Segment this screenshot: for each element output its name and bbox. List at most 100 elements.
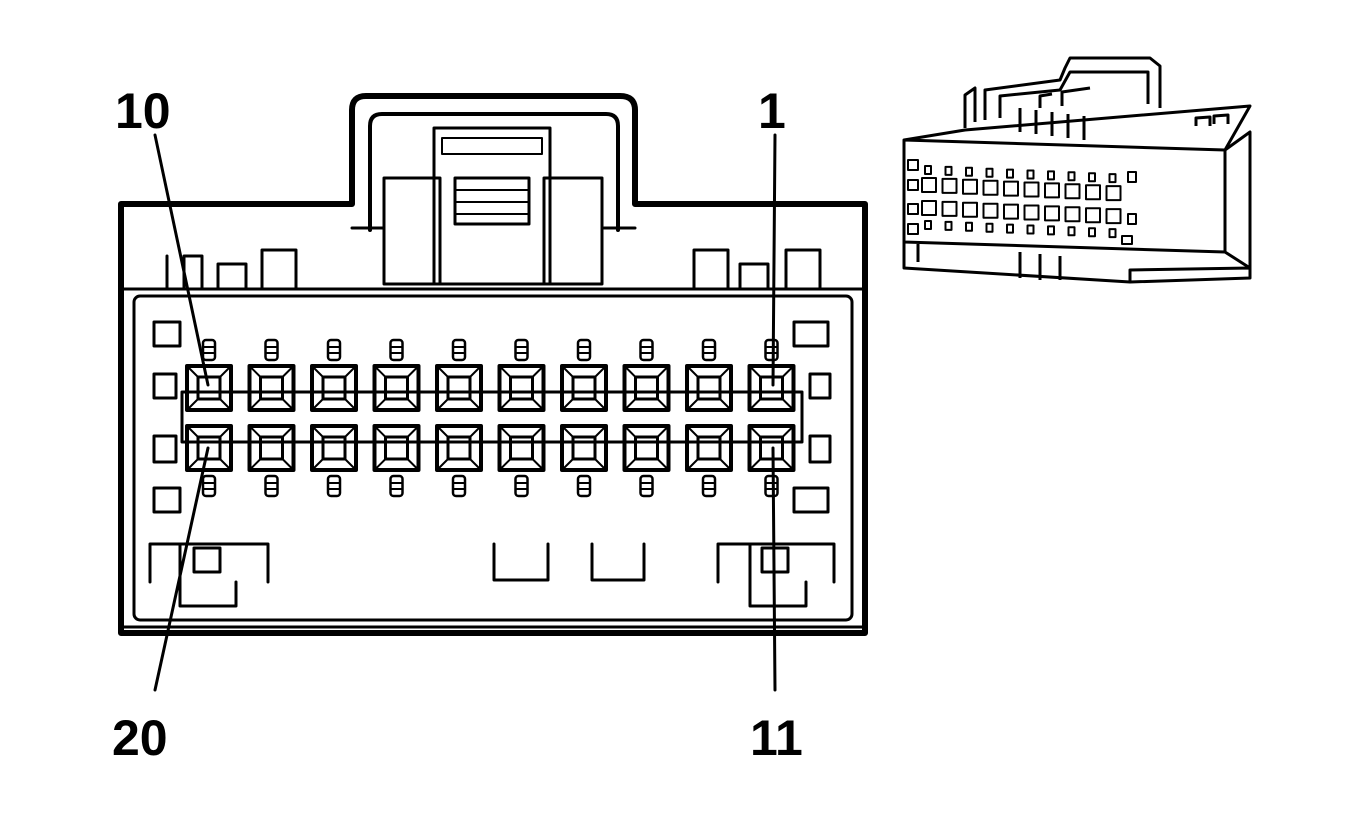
iso-pin-cavity [1085,184,1101,201]
pin-cavity-chamfer [186,425,232,471]
bottom-foot-inner [192,546,222,574]
pin-cavity-inner [384,375,409,401]
bottom-foot [148,542,270,608]
iso-pin-cavity [1003,180,1019,197]
pin-cavity [310,364,358,412]
iso-side-key [907,223,919,235]
iso-pin-cavity [1023,181,1040,198]
iso-latch-fins [1018,108,1086,140]
pin-cavity-inner [196,375,222,401]
pin-cavity-inner [446,375,472,401]
pin-cavity-inner [696,375,722,401]
iso-pin-lock [1067,171,1076,182]
pin-cavity-chamfer [561,425,607,471]
side-key [808,434,832,464]
iso-side-key [907,159,919,171]
pin-cavity-chamfer [686,365,732,411]
pin-terminal-lock [701,338,717,362]
iso-pin-cavity [1023,204,1040,221]
pin-cavity [435,364,483,412]
pin-cavity-chamfer [311,425,357,471]
side-key [152,434,178,464]
iso-pin-lock [1006,223,1014,234]
pin-cavity-inner [634,375,659,401]
pin-cavity-chamfer [436,365,482,411]
pin-cavity-chamfer [748,365,795,411]
iso-pin-lock [924,220,932,230]
iso-pin-lock [924,165,932,175]
pin-cavity-inner [446,435,472,461]
leader-line-20 [153,446,210,692]
pin-cavity-chamfer [373,365,420,411]
pin-cavity-inner [259,375,284,401]
iso-pin-cavity [1064,183,1081,200]
pin-cavity [372,424,421,472]
connector-front-view [118,93,868,692]
side-key [152,486,182,514]
pin-terminal-lock [264,338,279,362]
pin-terminal-lock [326,338,342,362]
housing-inner-frame [132,294,854,622]
pin-cavity-chamfer [186,365,232,411]
pin-cavity [622,364,671,412]
top-boss [692,248,730,291]
pin-terminal-lock [451,338,467,362]
pin-cavity-chamfer [248,365,295,411]
pin-cavity-inner [571,435,597,461]
pin-cavity [747,364,796,412]
side-key [152,372,178,400]
pin-terminal-lock [201,474,217,498]
iso-pin-cavity [1044,182,1060,199]
pin-terminal-lock [576,474,592,498]
top-boss [216,262,248,291]
iso-side-key [1121,235,1133,245]
pin-cavity-inner [196,435,222,461]
latch-tab-inner [441,137,543,155]
pin-terminal-lock [451,474,467,498]
pin-cavity [560,364,608,412]
iso-side-key [1127,171,1137,183]
pin-cavity [185,424,233,472]
pin-terminal-lock [639,338,654,362]
latch-arch [368,112,620,232]
iso-pin-lock [1006,168,1014,179]
iso-latch-inner [998,70,1150,118]
pin-label-1: 1 [758,83,786,139]
iso-pin-cavity [921,200,937,216]
pin-cavity-inner [321,375,347,401]
iso-pin-cavity [1105,185,1122,202]
iso-base [902,242,1252,284]
pin-cavity-chamfer [623,425,670,471]
iso-pin-lock [944,220,953,231]
pin-cavity-chamfer [248,425,295,471]
pin-label-20: 20 [112,710,168,766]
iso-side-key [907,179,919,191]
top-boss [738,262,770,291]
pin-cavity-inner [509,435,534,461]
pin-cavity [185,364,233,412]
housing-outline [118,93,868,636]
pin-cavity-inner [571,375,597,401]
iso-pin-cavity [1044,205,1060,222]
pin-cavity [435,424,483,472]
pin-cavity [372,364,421,412]
pin-cavity [310,424,358,472]
pin-cavity-inner [759,435,784,461]
pin-cavity [497,364,546,412]
iso-tabs [1194,113,1230,126]
iso-pin-lock [1108,228,1117,239]
latch-block-left [382,176,442,286]
side-key [152,320,182,348]
iso-pin-lock [1026,224,1035,235]
iso-pin-cavity [941,200,958,217]
iso-body-top [903,104,1252,151]
connector-iso-view [902,56,1252,284]
pin-cavity [247,424,296,472]
iso-pin-lock [1026,169,1035,180]
iso-pin-lock [965,166,973,177]
pin-terminal-lock [576,338,592,362]
iso-pin-cavity [982,179,999,196]
pin-cavity-inner [634,435,659,461]
pin-terminal-lock [201,338,217,362]
